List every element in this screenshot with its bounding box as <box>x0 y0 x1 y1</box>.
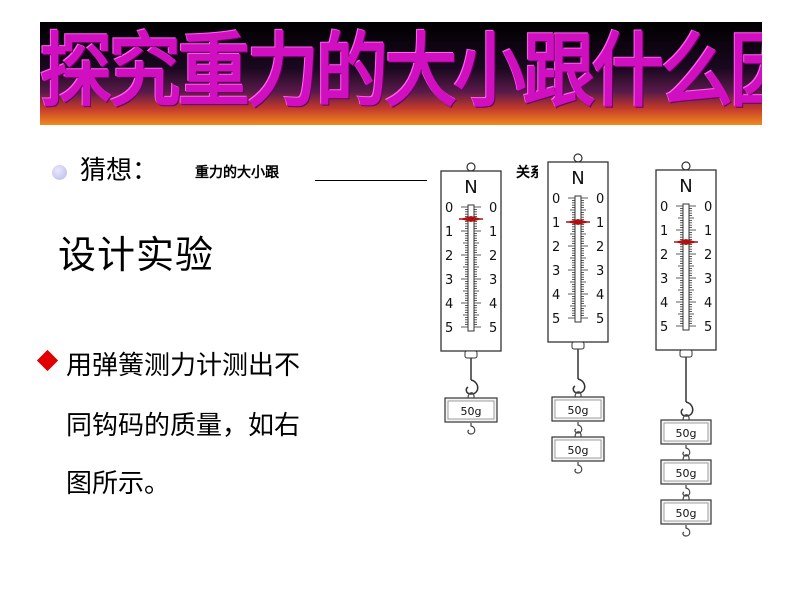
scale-tick-label: 5 <box>660 320 668 335</box>
scale-tick-label: 4 <box>660 296 668 311</box>
scale-tick-label: 4 <box>489 297 497 312</box>
weight-loop-icon <box>682 454 690 461</box>
scale-tick-label: 4 <box>445 297 453 312</box>
scale-tick-label: 4 <box>704 296 712 311</box>
round-bullet-icon <box>52 165 67 180</box>
scale-tick-label: 3 <box>489 273 497 288</box>
scale-tick-label: 1 <box>489 225 497 240</box>
scale-tick-label: 0 <box>660 200 668 215</box>
scale-tick-label: 3 <box>596 264 604 279</box>
guess-blank-line <box>315 180 427 181</box>
weight-hook-icon <box>574 462 583 474</box>
scale-tube <box>467 204 475 332</box>
scale-tube <box>682 203 690 331</box>
weight-loop-icon <box>574 431 582 438</box>
weight-label: 50g <box>568 444 589 457</box>
scale-tick-label: 4 <box>552 288 560 303</box>
scale-tick-label: 5 <box>445 321 453 336</box>
scale-tick-label: 1 <box>596 216 604 231</box>
guess-text: 重力的大小跟 <box>195 165 279 181</box>
design-experiment-heading: 设计实验 <box>58 233 215 277</box>
weight-loop-icon <box>467 392 475 399</box>
hook-icon <box>680 401 694 417</box>
scale-tick-label: 5 <box>489 321 497 336</box>
scale-ring-icon <box>681 161 691 171</box>
hook-icon <box>465 379 479 395</box>
guess-label: 猜想： <box>80 156 159 186</box>
scale-knob <box>679 349 693 358</box>
scale-tick-label: 0 <box>445 201 453 216</box>
scale-tick-label: 5 <box>704 320 712 335</box>
scale-tick-label: 2 <box>704 248 712 263</box>
scale-ring-icon <box>573 153 583 163</box>
instruction-line-3: 图所示。 <box>66 469 171 499</box>
scale-tick-label: 1 <box>445 225 453 240</box>
scale-tick-label: 2 <box>660 248 668 263</box>
scale-knob <box>464 350 478 359</box>
weight-hook-icon <box>574 422 583 434</box>
weight-face <box>663 502 709 522</box>
scale-tick-label: 0 <box>552 192 560 207</box>
weight-loop-icon <box>682 494 690 501</box>
weight-hook-icon <box>467 423 476 435</box>
scale-unit-label: N <box>679 176 692 197</box>
weight-face <box>554 399 602 419</box>
scale-tick-label: 3 <box>552 264 560 279</box>
scale-tick-label: 5 <box>596 312 604 327</box>
spring-scale-2: N0 0 1 1 2 2 3 3 4 4 5 5 50g 50g <box>547 153 609 474</box>
scale-tick-label: 3 <box>704 272 712 287</box>
weight-label: 50g <box>568 404 589 417</box>
weight-label: 50g <box>676 427 697 440</box>
weight-face <box>663 462 709 482</box>
scale-unit-label: N <box>464 177 477 198</box>
scale-tick-label: 3 <box>445 273 453 288</box>
scale-tick-label: 3 <box>660 272 668 287</box>
weight-loop-icon <box>574 391 582 398</box>
scale-tick-label: 2 <box>445 249 453 264</box>
scale-unit-label: N <box>571 168 584 189</box>
scale-tick-label: 0 <box>489 201 497 216</box>
scale-tick-label: 4 <box>596 288 604 303</box>
hook-icon <box>572 378 586 394</box>
scale-tick-label: 1 <box>660 224 668 239</box>
weight-face <box>554 439 602 459</box>
scale-tick-label: 0 <box>704 200 712 215</box>
weight-face <box>663 422 709 442</box>
scale-tick-label: 5 <box>552 312 560 327</box>
slide-title: 探究重力的大小跟什么因素有关 <box>40 23 762 118</box>
spring-scale-3: N0 0 1 1 2 2 3 3 4 4 5 5 50g 50g 50g <box>655 161 717 537</box>
weight-label: 50g <box>461 405 482 418</box>
instruction-line-1: 用弹簧测力计测出不 <box>66 351 301 381</box>
scale-tick-label: 1 <box>704 224 712 239</box>
weight-loop-icon <box>682 414 690 421</box>
weight-hook-icon <box>682 485 691 497</box>
scale-ring-icon <box>466 162 476 172</box>
spring-scale-1: N0 0 1 1 2 2 3 3 4 4 5 5 50g <box>440 162 502 435</box>
scale-tick-label: 2 <box>489 249 497 264</box>
scale-tick-label: 0 <box>596 192 604 207</box>
scale-knob <box>571 341 585 350</box>
weight-label: 50g <box>676 467 697 480</box>
title-banner: 探究重力的大小跟什么因素有关 <box>40 22 762 125</box>
scale-tick-label: 1 <box>552 216 560 231</box>
instruction-line-2: 同钩码的质量，如右 <box>66 411 301 441</box>
scale-tick-label: 2 <box>552 240 560 255</box>
scale-tube <box>574 195 582 323</box>
weight-face <box>447 400 495 420</box>
guess-tail: 关系 <box>516 165 538 181</box>
weight-hook-icon <box>682 445 691 457</box>
weight-hook-icon <box>682 525 691 537</box>
weight-label: 50g <box>676 507 697 520</box>
scale-tick-label: 2 <box>596 240 604 255</box>
